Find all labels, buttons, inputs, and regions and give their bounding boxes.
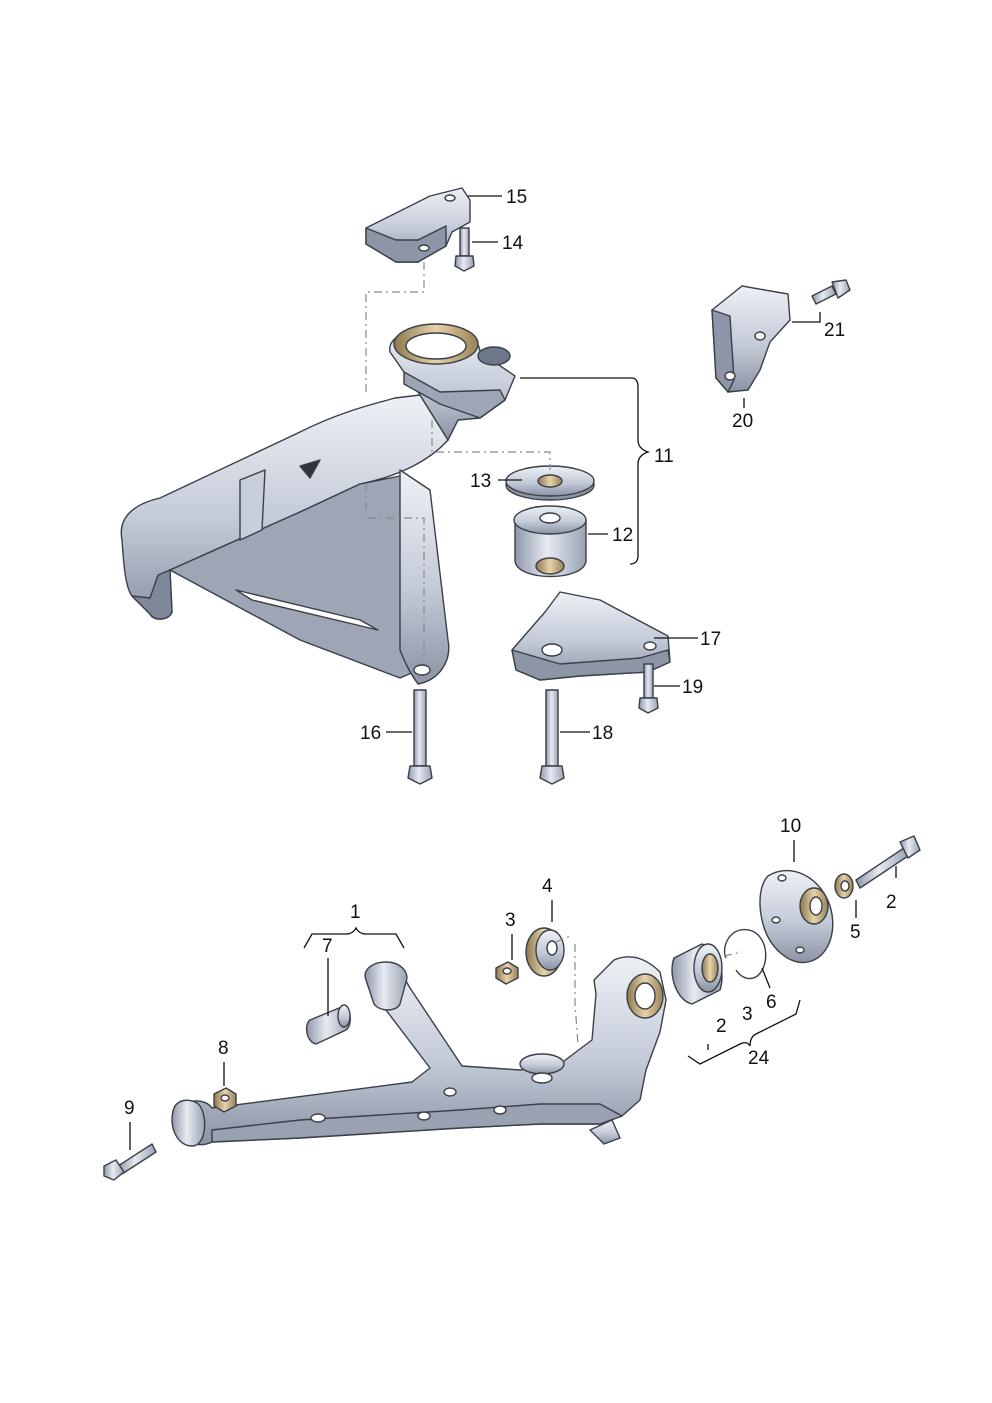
wheel-bearing [671, 943, 723, 1005]
washer-13 [505, 465, 595, 501]
callout-12: 12 [612, 525, 633, 546]
callout-10: 10 [780, 816, 801, 837]
bolt-21 [811, 279, 851, 305]
nut-3 [495, 961, 519, 985]
callout-3-bearing: 3 [742, 1004, 753, 1025]
callout-19: 19 [682, 677, 703, 698]
bracket-20 [711, 285, 791, 393]
callout-2-bearing: 2 [716, 1016, 727, 1037]
callout-2-bolt: 2 [886, 892, 897, 913]
bolt-16 [407, 689, 433, 785]
callout-20: 20 [732, 411, 753, 432]
callout-21: 21 [824, 320, 845, 341]
callout-labels: 15 14 21 20 11 13 12 17 19 16 18 10 2 5 … [124, 187, 897, 1119]
bushing-7 [305, 1004, 351, 1045]
assembly-path-lines [365, 262, 743, 1045]
bolt-14 [454, 227, 475, 272]
mounting-bracket-15 [365, 187, 471, 263]
callout-7: 7 [322, 936, 333, 957]
callout-13: 13 [470, 471, 491, 492]
callout-3-nut: 3 [505, 910, 516, 931]
wishbone-control-arm [171, 956, 667, 1147]
callout-6: 6 [766, 992, 777, 1013]
mount-plate-17 [511, 591, 671, 681]
nut-8 [213, 1087, 237, 1113]
callout-8: 8 [218, 1038, 229, 1059]
bushing-12 [513, 505, 587, 578]
callout-4: 4 [542, 876, 553, 897]
subframe-crossmember-11 [120, 323, 516, 685]
callout-1: 1 [350, 902, 361, 923]
callout-14: 14 [502, 233, 524, 254]
callout-5: 5 [850, 922, 861, 943]
washer-4 [525, 927, 565, 977]
bolt-19 [638, 663, 659, 714]
leader-lines [129, 195, 897, 1150]
bolt-18 [539, 689, 565, 785]
washer-5 [834, 873, 854, 899]
callout-18: 18 [592, 723, 613, 744]
callout-16: 16 [360, 723, 381, 744]
callout-11: 11 [654, 446, 674, 467]
callout-15: 15 [506, 187, 527, 208]
callout-9: 9 [124, 1098, 135, 1119]
bolt-9 [103, 1143, 157, 1181]
bolt-2 [855, 835, 921, 889]
wheel-hub-10 [759, 869, 834, 964]
callout-24: 24 [748, 1048, 770, 1069]
callout-17: 17 [700, 629, 721, 650]
